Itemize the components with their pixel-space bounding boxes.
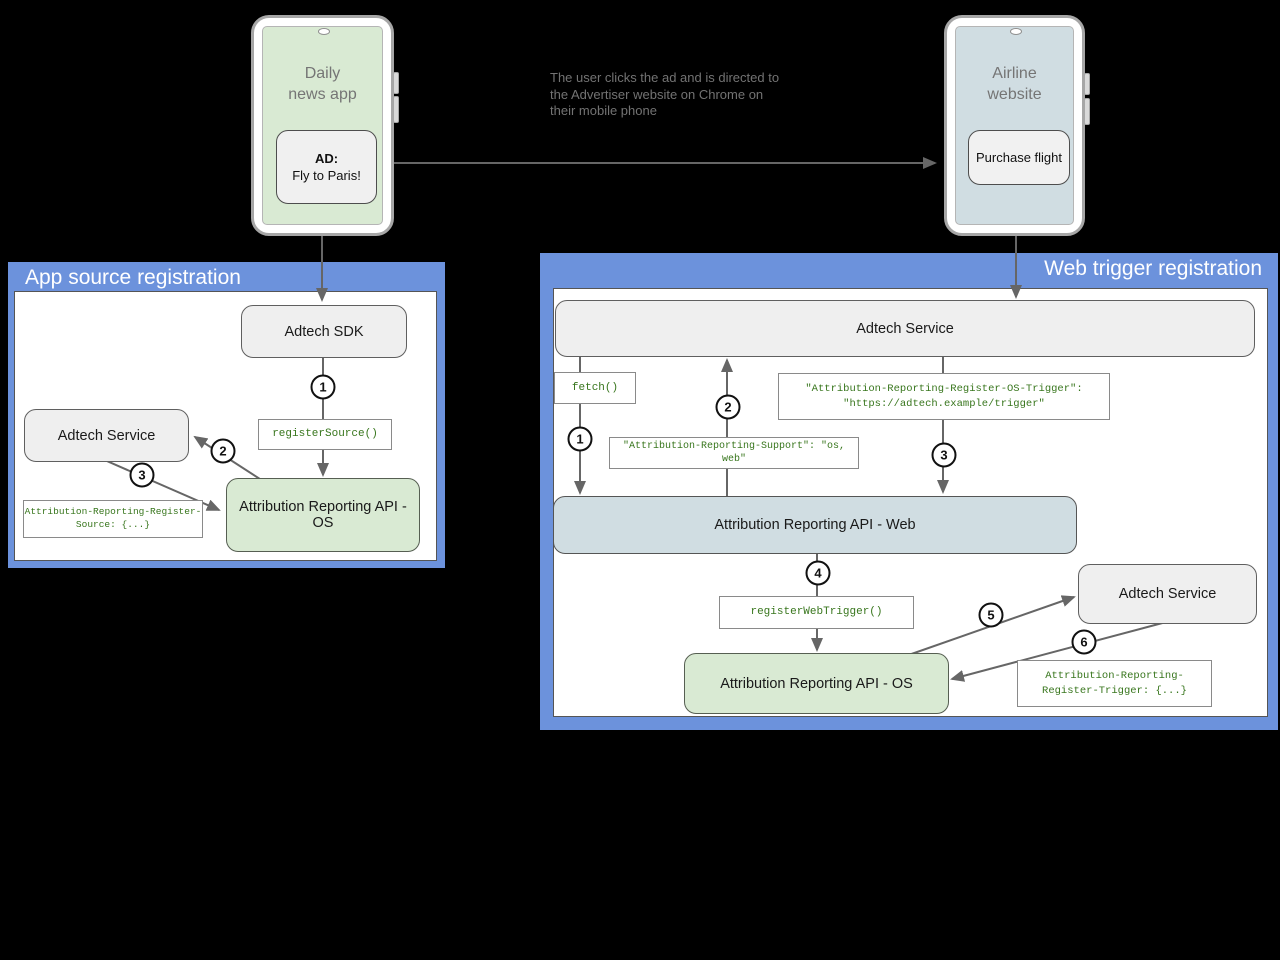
- purchase-flight-card: Purchase flight: [968, 130, 1070, 185]
- adtech-service-node-right: Adtech Service: [1078, 564, 1257, 624]
- web-trigger-panel-title: Web trigger registration: [1044, 257, 1262, 280]
- power-button: [393, 96, 399, 123]
- api-os-node-right: Attribution Reporting API - OS: [684, 653, 949, 714]
- purchase-flight-label: Purchase flight: [976, 150, 1062, 165]
- api-os-node-left: Attribution Reporting API - OS: [226, 478, 420, 552]
- step-4-web: 4: [805, 560, 831, 586]
- daily-news-phone: Daily news app AD: Fly to Paris!: [251, 15, 399, 236]
- ad-card-heading: AD:: [314, 151, 339, 166]
- fetch-call-box: fetch(): [554, 372, 636, 404]
- camera-icon-2: [1010, 28, 1022, 35]
- volume-button: [393, 72, 399, 94]
- register-source-call-box: registerSource(): [258, 419, 392, 450]
- camera-icon: [318, 28, 330, 35]
- os-trigger-header-box: "Attribution-Reporting-Register-OS-Trigg…: [778, 373, 1110, 420]
- api-web-node: Attribution Reporting API - Web: [553, 496, 1077, 554]
- volume-button-2: [1084, 73, 1090, 95]
- adtech-sdk-node: Adtech SDK: [241, 305, 407, 358]
- ad-card: AD: Fly to Paris!: [276, 130, 377, 204]
- step-1-web: 1: [567, 426, 593, 452]
- airline-phone: Airline website Purchase flight: [944, 15, 1090, 236]
- register-trigger-header-box: Attribution-Reporting- Register-Trigger:…: [1017, 660, 1212, 707]
- airline-site-title: Airline website: [987, 65, 1042, 103]
- daily-news-screen: Daily news app AD: Fly to Paris!: [262, 26, 383, 225]
- app-source-panel-title: App source registration: [25, 266, 241, 289]
- user-click-annotation: The user clicks the ad and is directed t…: [550, 70, 780, 118]
- power-button-2: [1084, 98, 1090, 125]
- adtech-service-node-left: Adtech Service: [24, 409, 189, 462]
- step-2-app: 2: [210, 438, 236, 464]
- step-6-web: 6: [1071, 629, 1097, 655]
- step-1-app: 1: [310, 374, 336, 400]
- ad-card-text: Fly to Paris!: [292, 168, 361, 183]
- adtech-service-node-top: Adtech Service: [555, 300, 1255, 357]
- step-3-app: 3: [129, 462, 155, 488]
- step-2-web: 2: [715, 394, 741, 420]
- airline-screen: Airline website Purchase flight: [955, 26, 1074, 225]
- register-web-trigger-call-box: registerWebTrigger(): [719, 596, 914, 629]
- daily-news-app-title: Daily news app: [288, 65, 357, 103]
- step-3-web: 3: [931, 442, 957, 468]
- register-source-header-box: Attribution-Reporting-Register- Source: …: [23, 500, 203, 538]
- step-5-web: 5: [978, 602, 1004, 628]
- support-header-box: "Attribution-Reporting-Support": "os, we…: [609, 437, 859, 469]
